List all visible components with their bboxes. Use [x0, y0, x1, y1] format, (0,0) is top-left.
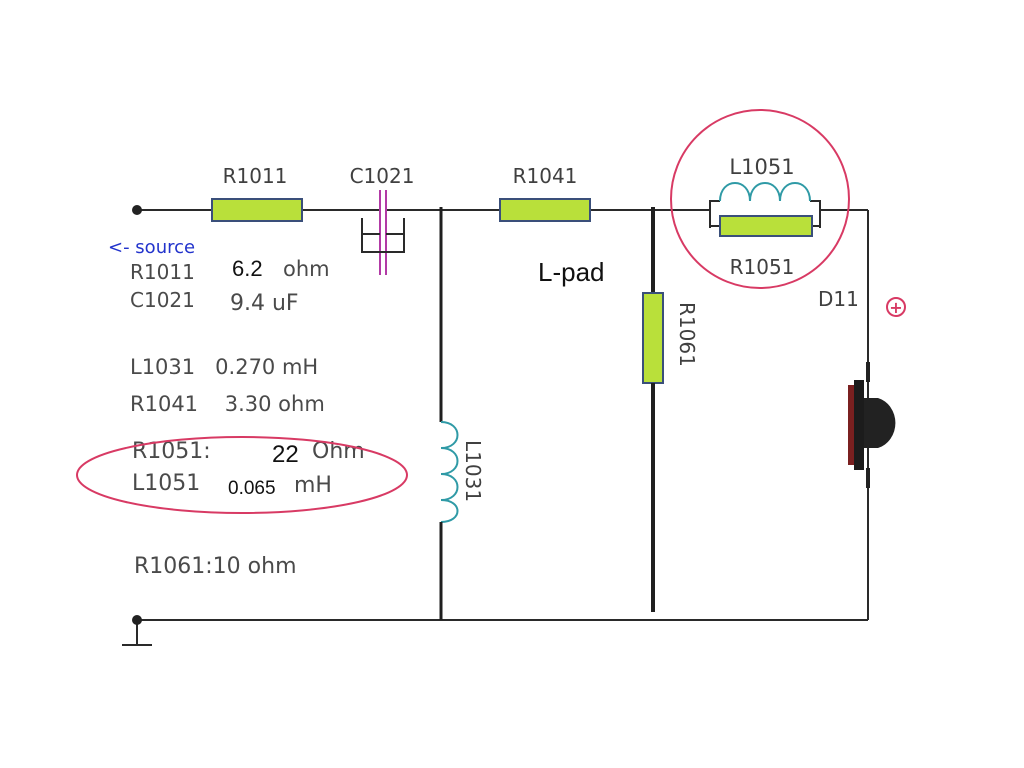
resistor-r1041 — [499, 198, 591, 222]
svg-text:+: + — [889, 298, 902, 317]
parallel-l1051-r1051 — [709, 182, 821, 237]
label-l1031: L1031 — [461, 440, 485, 502]
resistor-r1061-branch — [642, 207, 664, 612]
label-r1051: R1051 — [730, 255, 795, 279]
label-c1021: C1021 — [350, 164, 415, 188]
label-l1051: L1051 — [729, 155, 794, 179]
input-terminal-top — [132, 205, 142, 215]
r1061-value: R1061:10 ohm — [134, 554, 297, 579]
highlight-ellipse-values — [76, 436, 408, 514]
speaker-d11-icon — [848, 362, 896, 488]
lpad-label: L-pad — [538, 257, 605, 287]
ground-rail — [122, 619, 868, 646]
resistor-r1011 — [211, 198, 303, 222]
r1051-unit: Ohm — [312, 439, 365, 464]
resistor-r1061 — [642, 292, 664, 384]
inductor-l1051 — [719, 182, 811, 202]
l1051-unit: mH — [294, 473, 332, 498]
r1041-value: R1041 3.30 ohm — [130, 392, 325, 416]
input-terminal-bottom — [132, 615, 142, 625]
r1011-value: 6.2 — [232, 256, 263, 281]
r1011-unit: ohm — [283, 257, 330, 281]
label-r1061: R1061 — [675, 302, 699, 367]
label-r1011: R1011 — [223, 164, 288, 188]
capacitor-c1021 — [361, 190, 405, 275]
l1031-value: L1031 0.270 mH — [130, 355, 318, 379]
c1021-name: C1021 — [130, 288, 195, 312]
polarity-plus-icon: + — [886, 297, 906, 317]
highlight-circle-l1051-r1051 — [670, 109, 850, 289]
l1051-value: 0.065 — [228, 478, 276, 499]
l1051-name: L1051 — [132, 471, 200, 496]
source-label: <- source — [108, 237, 195, 258]
label-d11: D11 — [818, 287, 859, 311]
c1021-value: 9.4 uF — [230, 291, 299, 316]
r1051-value: 22 — [272, 441, 299, 468]
label-r1041: R1041 — [513, 164, 578, 188]
inductor-l1031 — [439, 207, 459, 620]
resistor-r1051 — [719, 215, 813, 237]
r1051-name: R1051: — [132, 439, 211, 464]
r1011-name: R1011 — [130, 260, 195, 284]
